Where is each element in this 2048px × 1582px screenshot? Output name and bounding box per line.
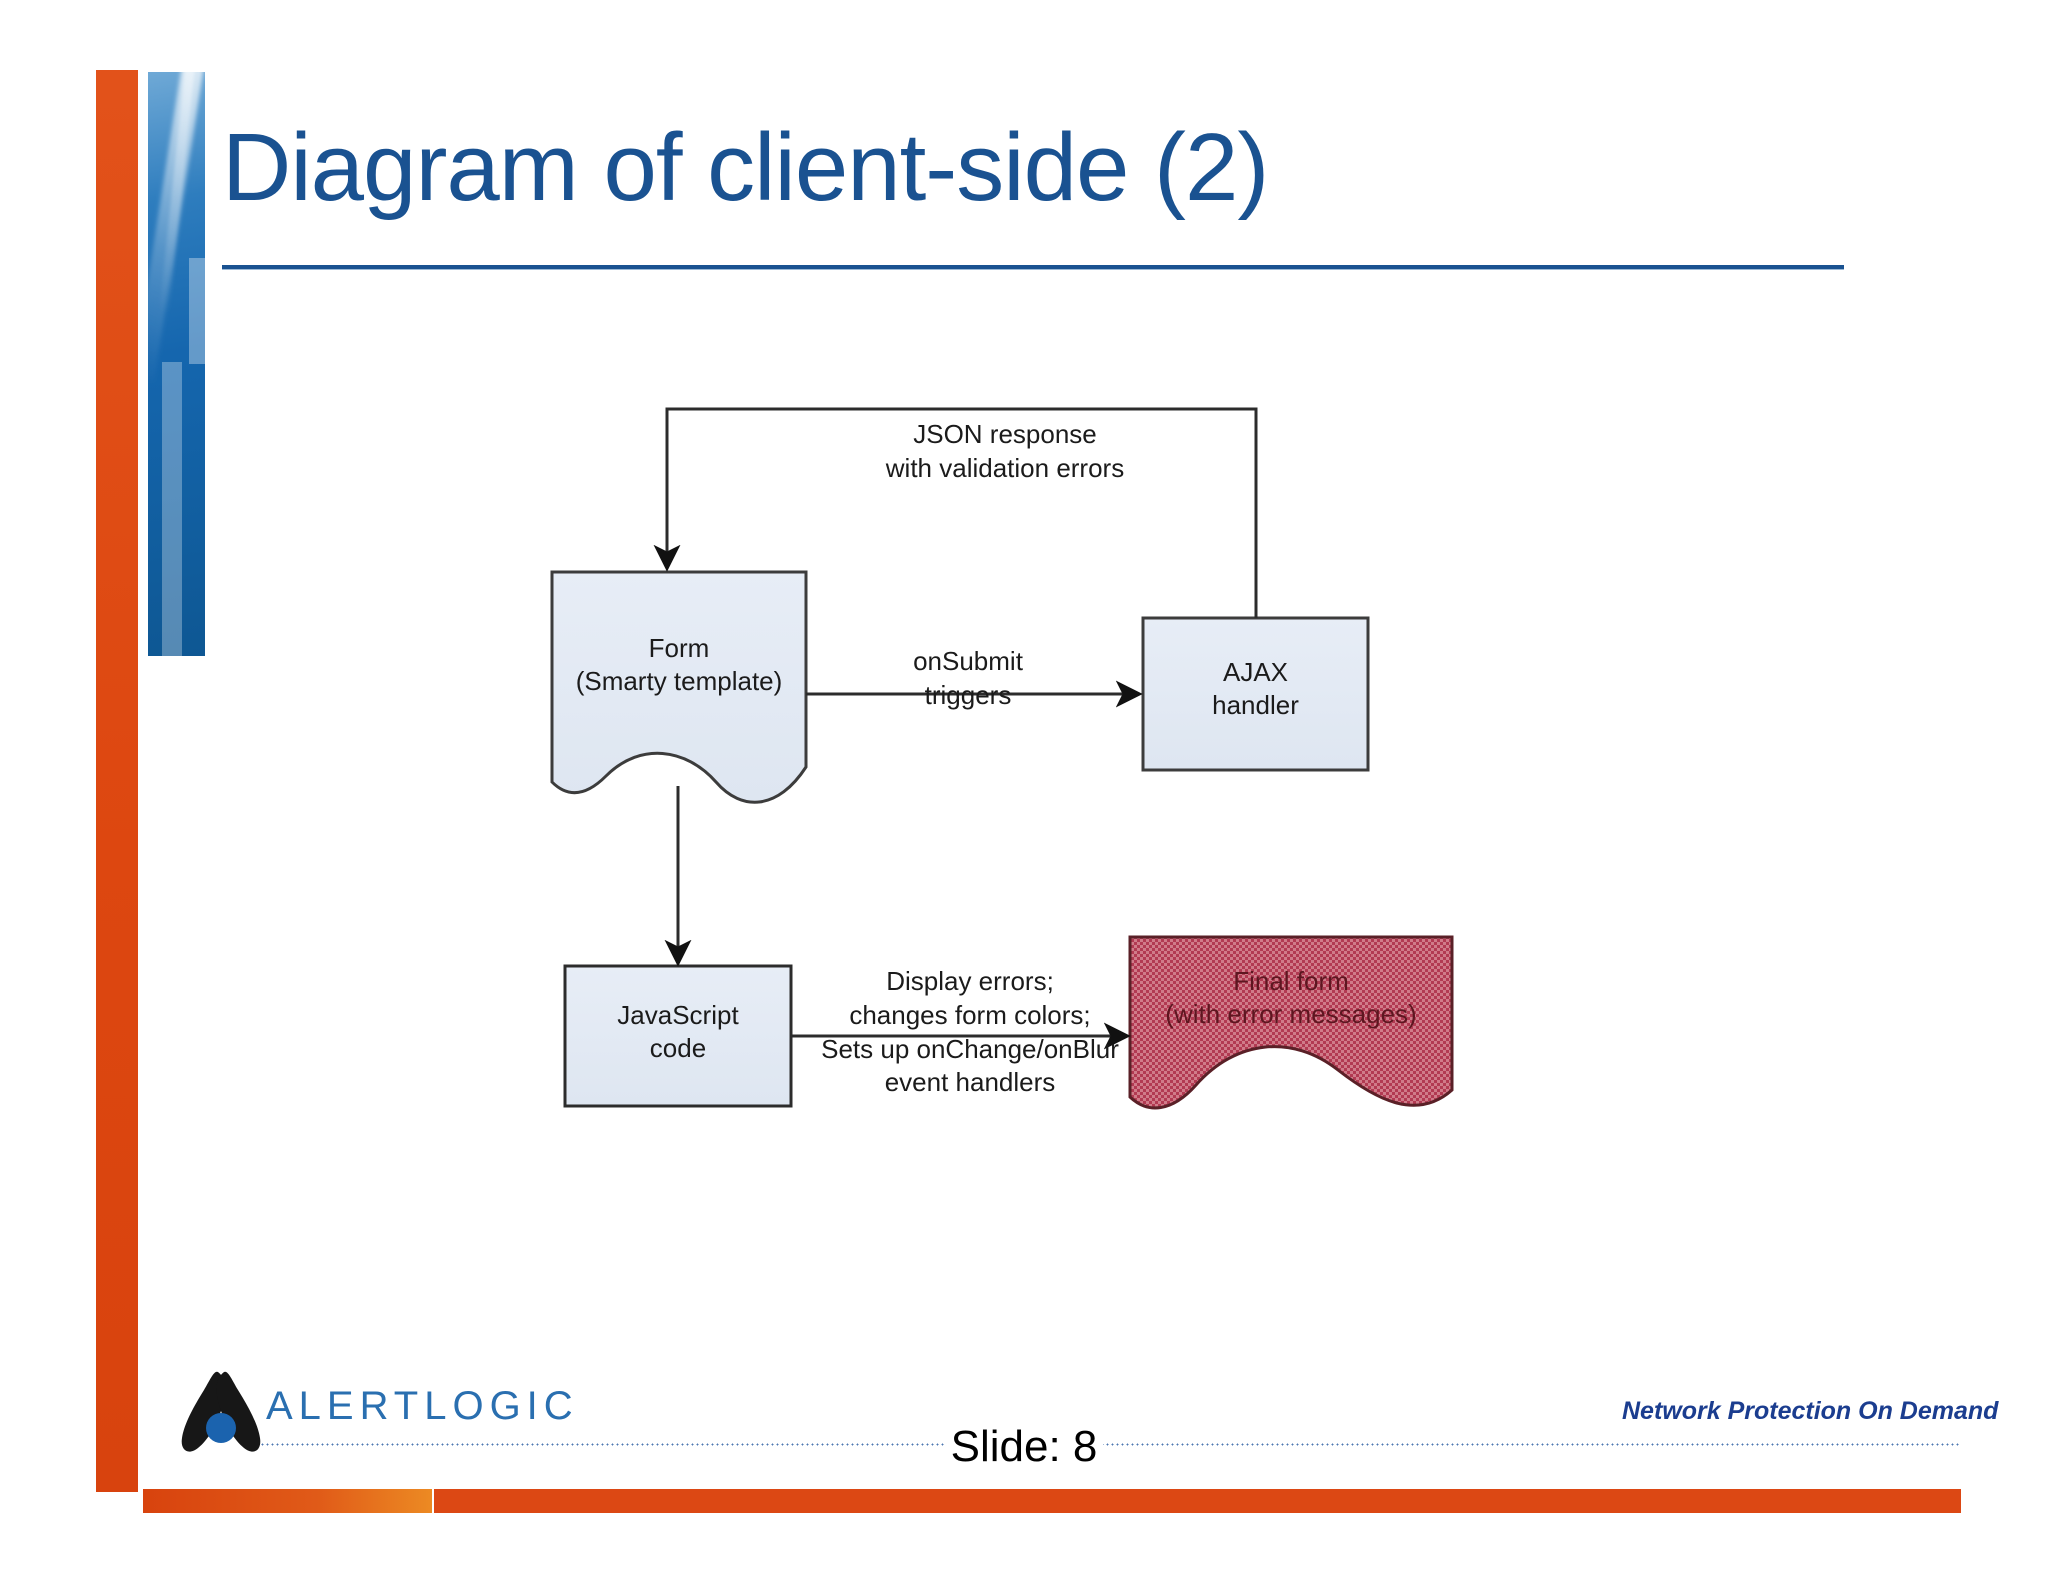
alertlogic-logo: ALERTLOGIC [178, 1368, 573, 1460]
bottom-bar-right-segment [434, 1489, 1961, 1513]
node-final-form-label: Final form (with error messages) [1165, 966, 1417, 1030]
node-ajax-handler-label: AJAX handler [1212, 657, 1299, 721]
edge-json-response-label: JSON response with validation errors [885, 419, 1125, 483]
left-blue-rail [148, 72, 205, 656]
bottom-bar-left-segment [143, 1489, 432, 1513]
page-title: Diagram of client-side (2) [222, 114, 1269, 221]
edge-onsubmit-label: onSubmit triggers [913, 646, 1023, 710]
node-javascript-code-label: JavaScript code [617, 1000, 739, 1064]
edge-display-errors-label: Display errors; changes form colors; Set… [821, 966, 1119, 1098]
footer-divider [260, 1443, 1960, 1446]
left-orange-rail [96, 70, 138, 1492]
blue-rail-highlight-upper [189, 258, 205, 364]
node-form-label: Form (Smarty template) [575, 633, 783, 697]
alertlogic-mark-icon [181, 1371, 261, 1452]
tagline: Network Protection On Demand [1622, 1397, 1999, 1425]
blue-rail-highlight-lower [162, 362, 182, 656]
title-underline [222, 265, 1844, 270]
slide-number-text: Slide: 8 [944, 1422, 1104, 1471]
alertlogic-wordmark: ALERTLOGIC [266, 1384, 579, 1428]
slide-number: Slide: 8 [0, 1422, 2048, 1472]
